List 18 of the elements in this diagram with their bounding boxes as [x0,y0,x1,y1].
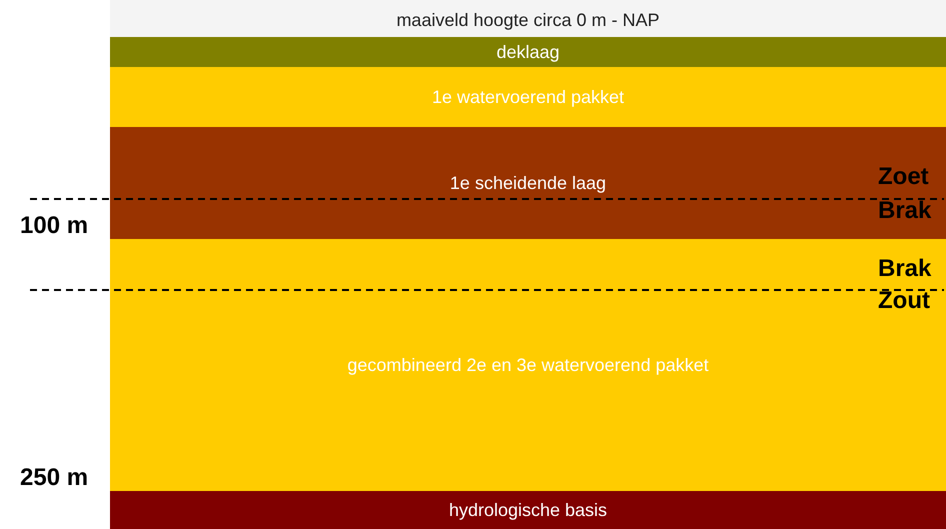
aquifer-band [110,239,946,491]
layer-label: gecombineerd 2e en 3e watervoerend pakket [347,354,709,376]
depth-label: 250 m [20,466,88,490]
base-layer-band [110,491,946,529]
layer-label: hydrologische basis [448,500,608,520]
cover-layer-band [110,37,946,67]
layer-label: 1e watervoerend pakket [432,86,624,108]
water-type-label: Brak [878,199,932,223]
depth-label: 100 m [20,214,88,238]
layer-label: 1e scheidende laag [450,173,606,194]
water-type-label: Brak [878,257,932,281]
layer-label: maaiveld hoogte circa 0 m - NAP [396,10,660,31]
layer-label: deklaag [496,42,560,62]
water-type-label: Zoet [878,165,929,189]
water-type-label: Zout [878,289,930,313]
surface-band [110,0,946,37]
aquifer-band [110,67,946,127]
aquitard-band [110,127,946,239]
